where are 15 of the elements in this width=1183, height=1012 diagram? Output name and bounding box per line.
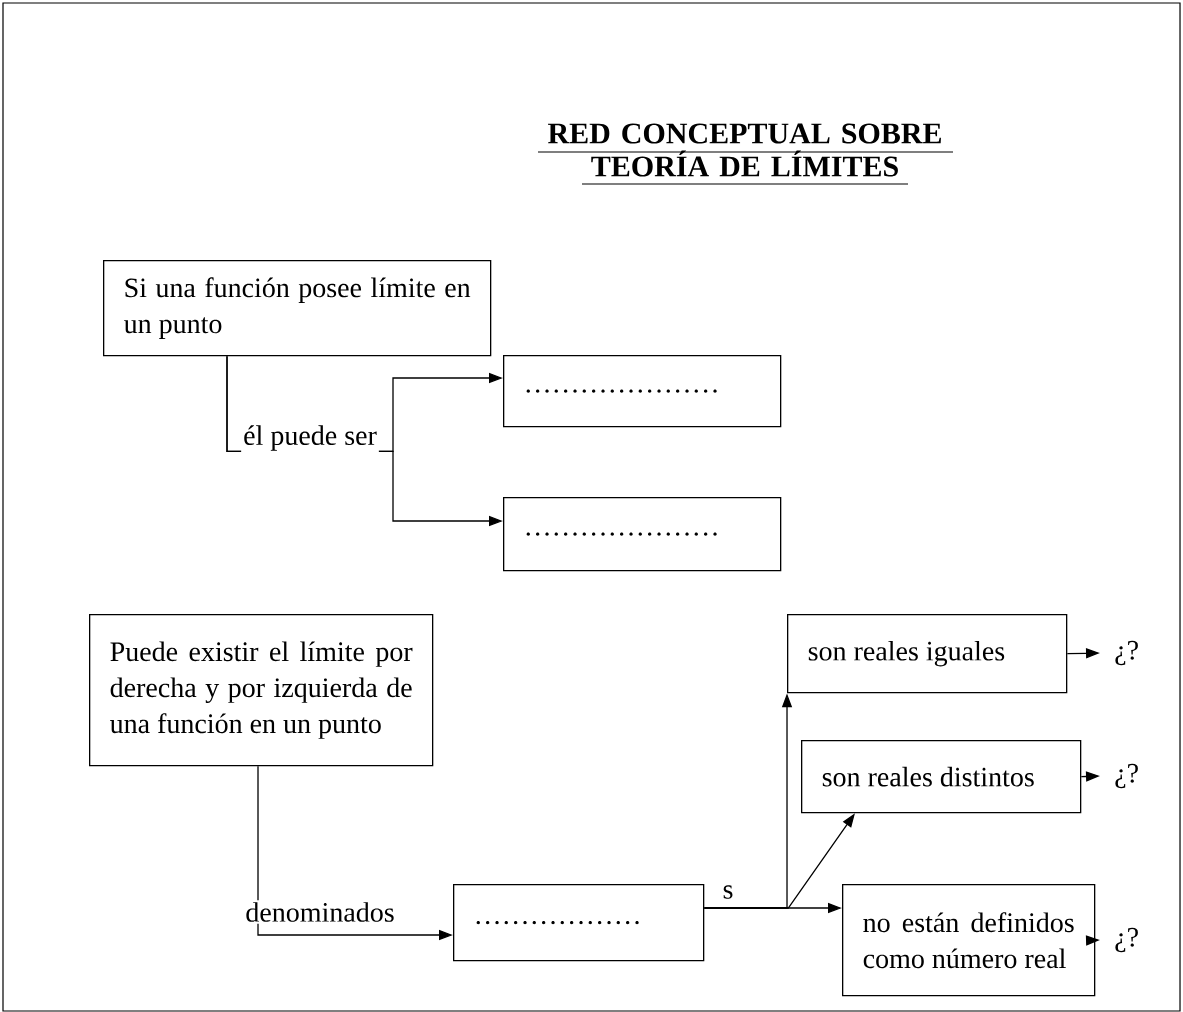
concept-box: ………………… [503, 355, 782, 428]
concept-box: son reales iguales [787, 614, 1068, 694]
title: RED CONCEPTUAL SOBRE TEORÍA DE LÍMITES [537, 123, 954, 185]
concept-box: no están definidos como número real [842, 884, 1096, 997]
question-mark-text: ¿? [1115, 640, 1138, 666]
concept-box: ……………… [453, 884, 705, 962]
question-mark-text: ¿? [1115, 763, 1138, 789]
edge-label: denominados [243, 900, 397, 924]
edge-label: él puede ser [241, 423, 379, 453]
edge-label: s [720, 883, 736, 901]
concept-box: Si una función posee límite en un punto [103, 260, 492, 357]
concept-box: son reales distintos [801, 740, 1082, 814]
question-mark-text: ¿? [1115, 927, 1138, 953]
concept-box: Puede existir el límite por derecha y por izquierda de una función en un punto [89, 614, 434, 767]
concept-box: ………………… [503, 497, 782, 572]
